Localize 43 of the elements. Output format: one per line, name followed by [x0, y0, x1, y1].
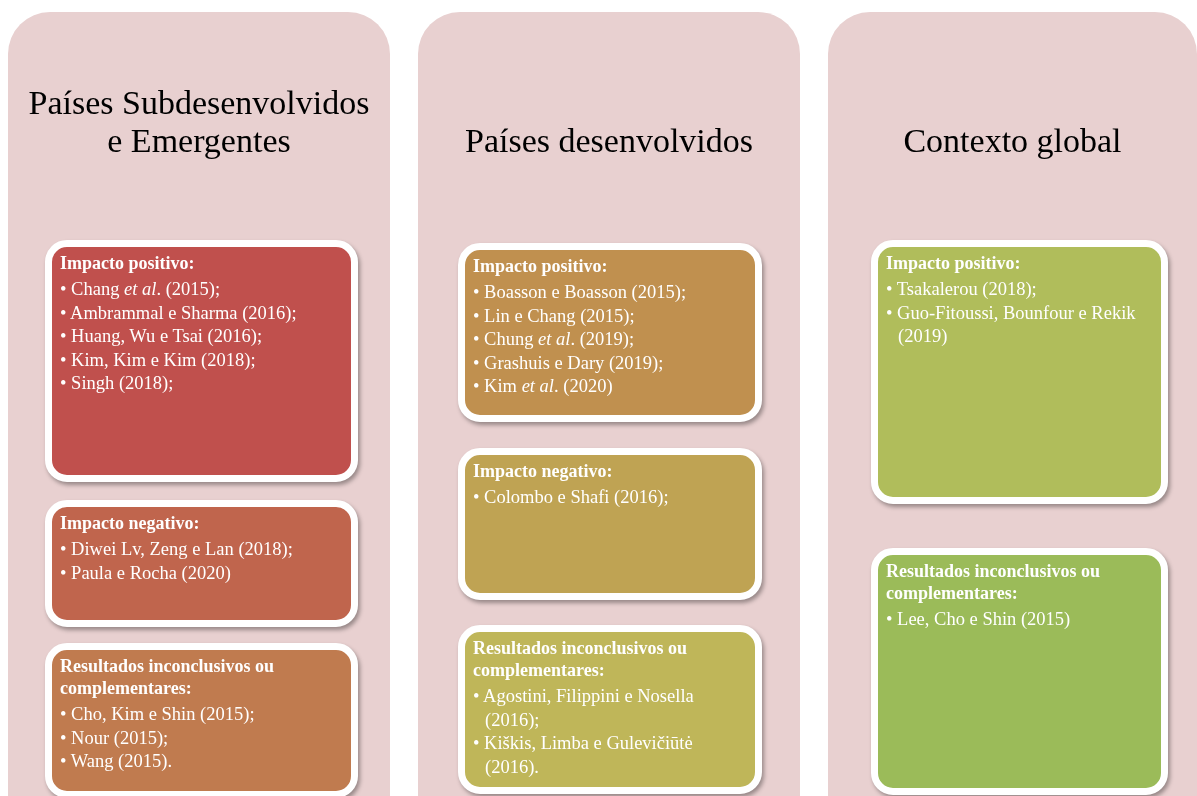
column-title: Contexto global: [902, 122, 1123, 160]
reference-item: • Grashuis e Dary (2019);: [473, 351, 665, 375]
column-title: Países desenvolvidos: [463, 122, 754, 160]
reference-item: • Agostini, Filippini e Nosella (2016);: [473, 685, 695, 732]
card-heading: Impacto positivo:: [886, 252, 1022, 274]
reference-item: • Huang, Wu e Tsai (2016);: [60, 325, 264, 348]
column-panel: [8, 12, 390, 796]
category-card: [871, 548, 1168, 795]
reference-item: • Diwei Lv, Zeng e Lan (2018);: [60, 538, 294, 561]
reference-item: • Tsakalerou (2018);: [886, 278, 1038, 301]
category-card: [458, 448, 762, 600]
column-panel: [418, 12, 800, 796]
column-title: Países Subdesenvolvidos e Emergentes: [27, 84, 371, 160]
reference-item: • Boasson e Boasson (2015);: [473, 281, 688, 304]
reference-item: • Lin e Chang (2015);: [473, 304, 636, 328]
reference-item: • Singh (2018);: [60, 372, 175, 395]
card-heading: Resultados inconclusivos ou complementares:: [473, 637, 689, 681]
reference-item: • Kim et al. (2020): [473, 375, 614, 398]
reference-item: • Guo-Fitoussi, Bounfour e Rekik (2019): [886, 301, 1137, 348]
reference-item: • Chung et al. (2019);: [473, 328, 636, 351]
reference-item: • Nour (2015);: [60, 726, 170, 750]
category-card: [458, 625, 762, 794]
column-panel: [828, 12, 1197, 796]
card-heading: Impacto negativo:: [473, 460, 614, 482]
card-heading: Resultados inconclusivos ou complementares:: [886, 560, 1102, 604]
reference-item: • Ambrammal e Sharma (2016);: [60, 301, 298, 325]
reference-item: • Cho, Kim e Shin (2015);: [60, 703, 256, 726]
reference-item: • Lee, Cho e Shin (2015): [886, 608, 1072, 631]
reference-item: • Kim, Kim e Kim (2018);: [60, 348, 257, 372]
reference-item: • Colombo e Shafi (2016);: [473, 486, 670, 509]
reference-item: • Paula e Rocha (2020): [60, 561, 232, 585]
card-heading: Impacto positivo:: [60, 252, 196, 274]
category-card: [45, 240, 358, 482]
category-card: [45, 643, 358, 796]
category-card: [871, 240, 1168, 504]
reference-item: • Kiškis, Limba e Gulevičiūtė (2016).: [473, 732, 694, 779]
card-heading: Resultados inconclusivos ou complementares:: [60, 655, 276, 699]
card-heading: Impacto negativo:: [60, 512, 201, 534]
card-heading: Impacto positivo:: [473, 255, 609, 277]
category-card: [45, 500, 358, 627]
category-card: [458, 243, 762, 422]
reference-item: • Chang et al. (2015);: [60, 278, 222, 301]
reference-item: • Wang (2015).: [60, 750, 174, 773]
